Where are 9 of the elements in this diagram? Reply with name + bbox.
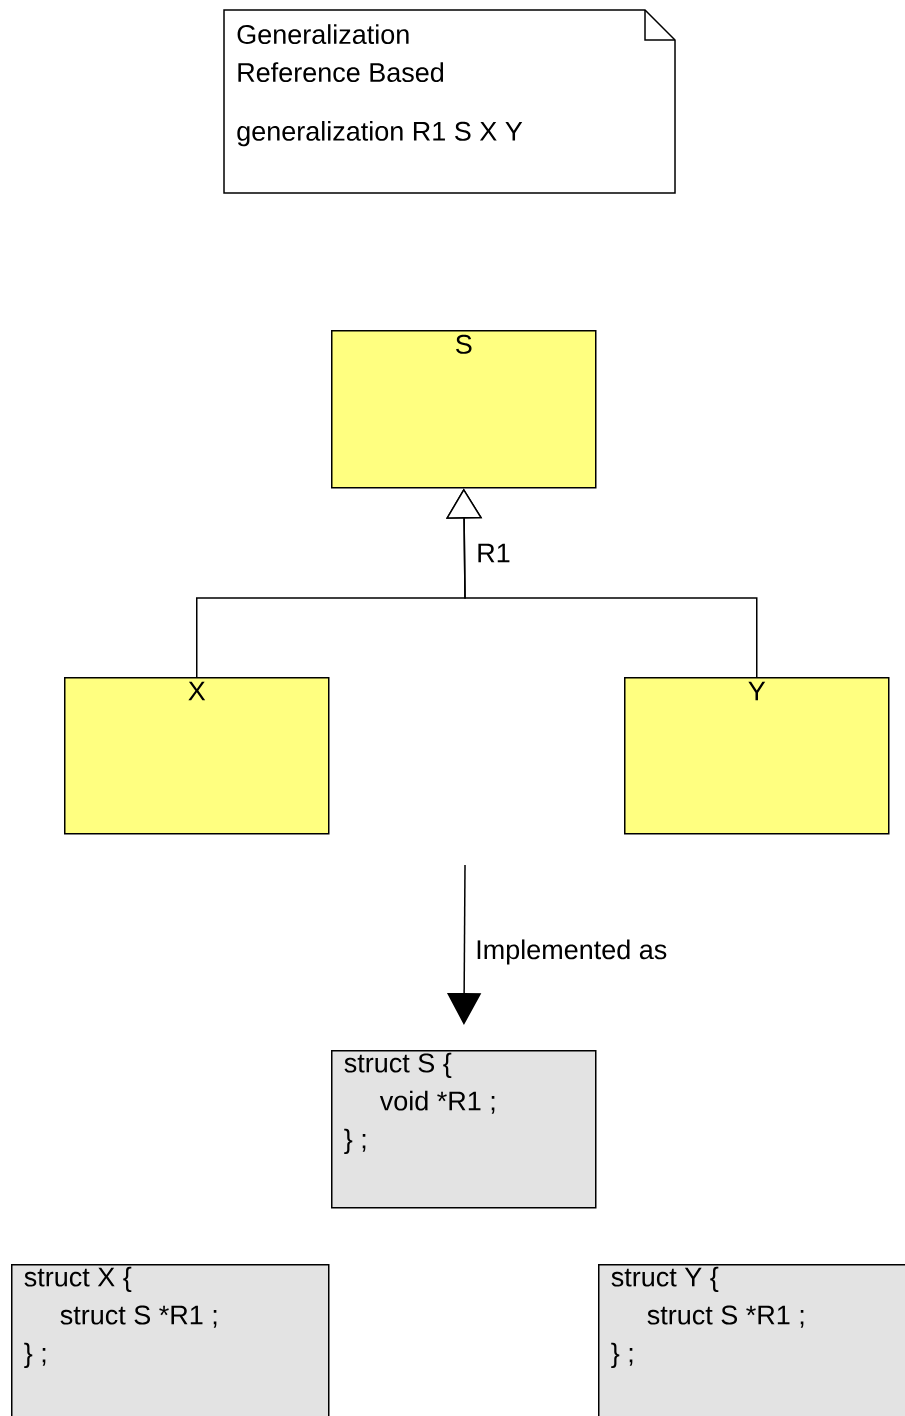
code-box: struct S { void *R1 ; } ; [331, 1050, 597, 1209]
code-box: struct Y { struct S *R1 ; } ; [598, 1264, 905, 1416]
edge-label: Implemented as [474, 938, 669, 966]
class-box: S [331, 330, 597, 489]
class-box: Y [624, 677, 890, 835]
edge-label: R1 [475, 542, 512, 564]
class-box: X [64, 677, 330, 835]
note-box: Generalization Reference Based generalization R1 S X Y [223, 9, 676, 194]
code-box: struct X { struct S *R1 ; } ; [11, 1264, 330, 1416]
